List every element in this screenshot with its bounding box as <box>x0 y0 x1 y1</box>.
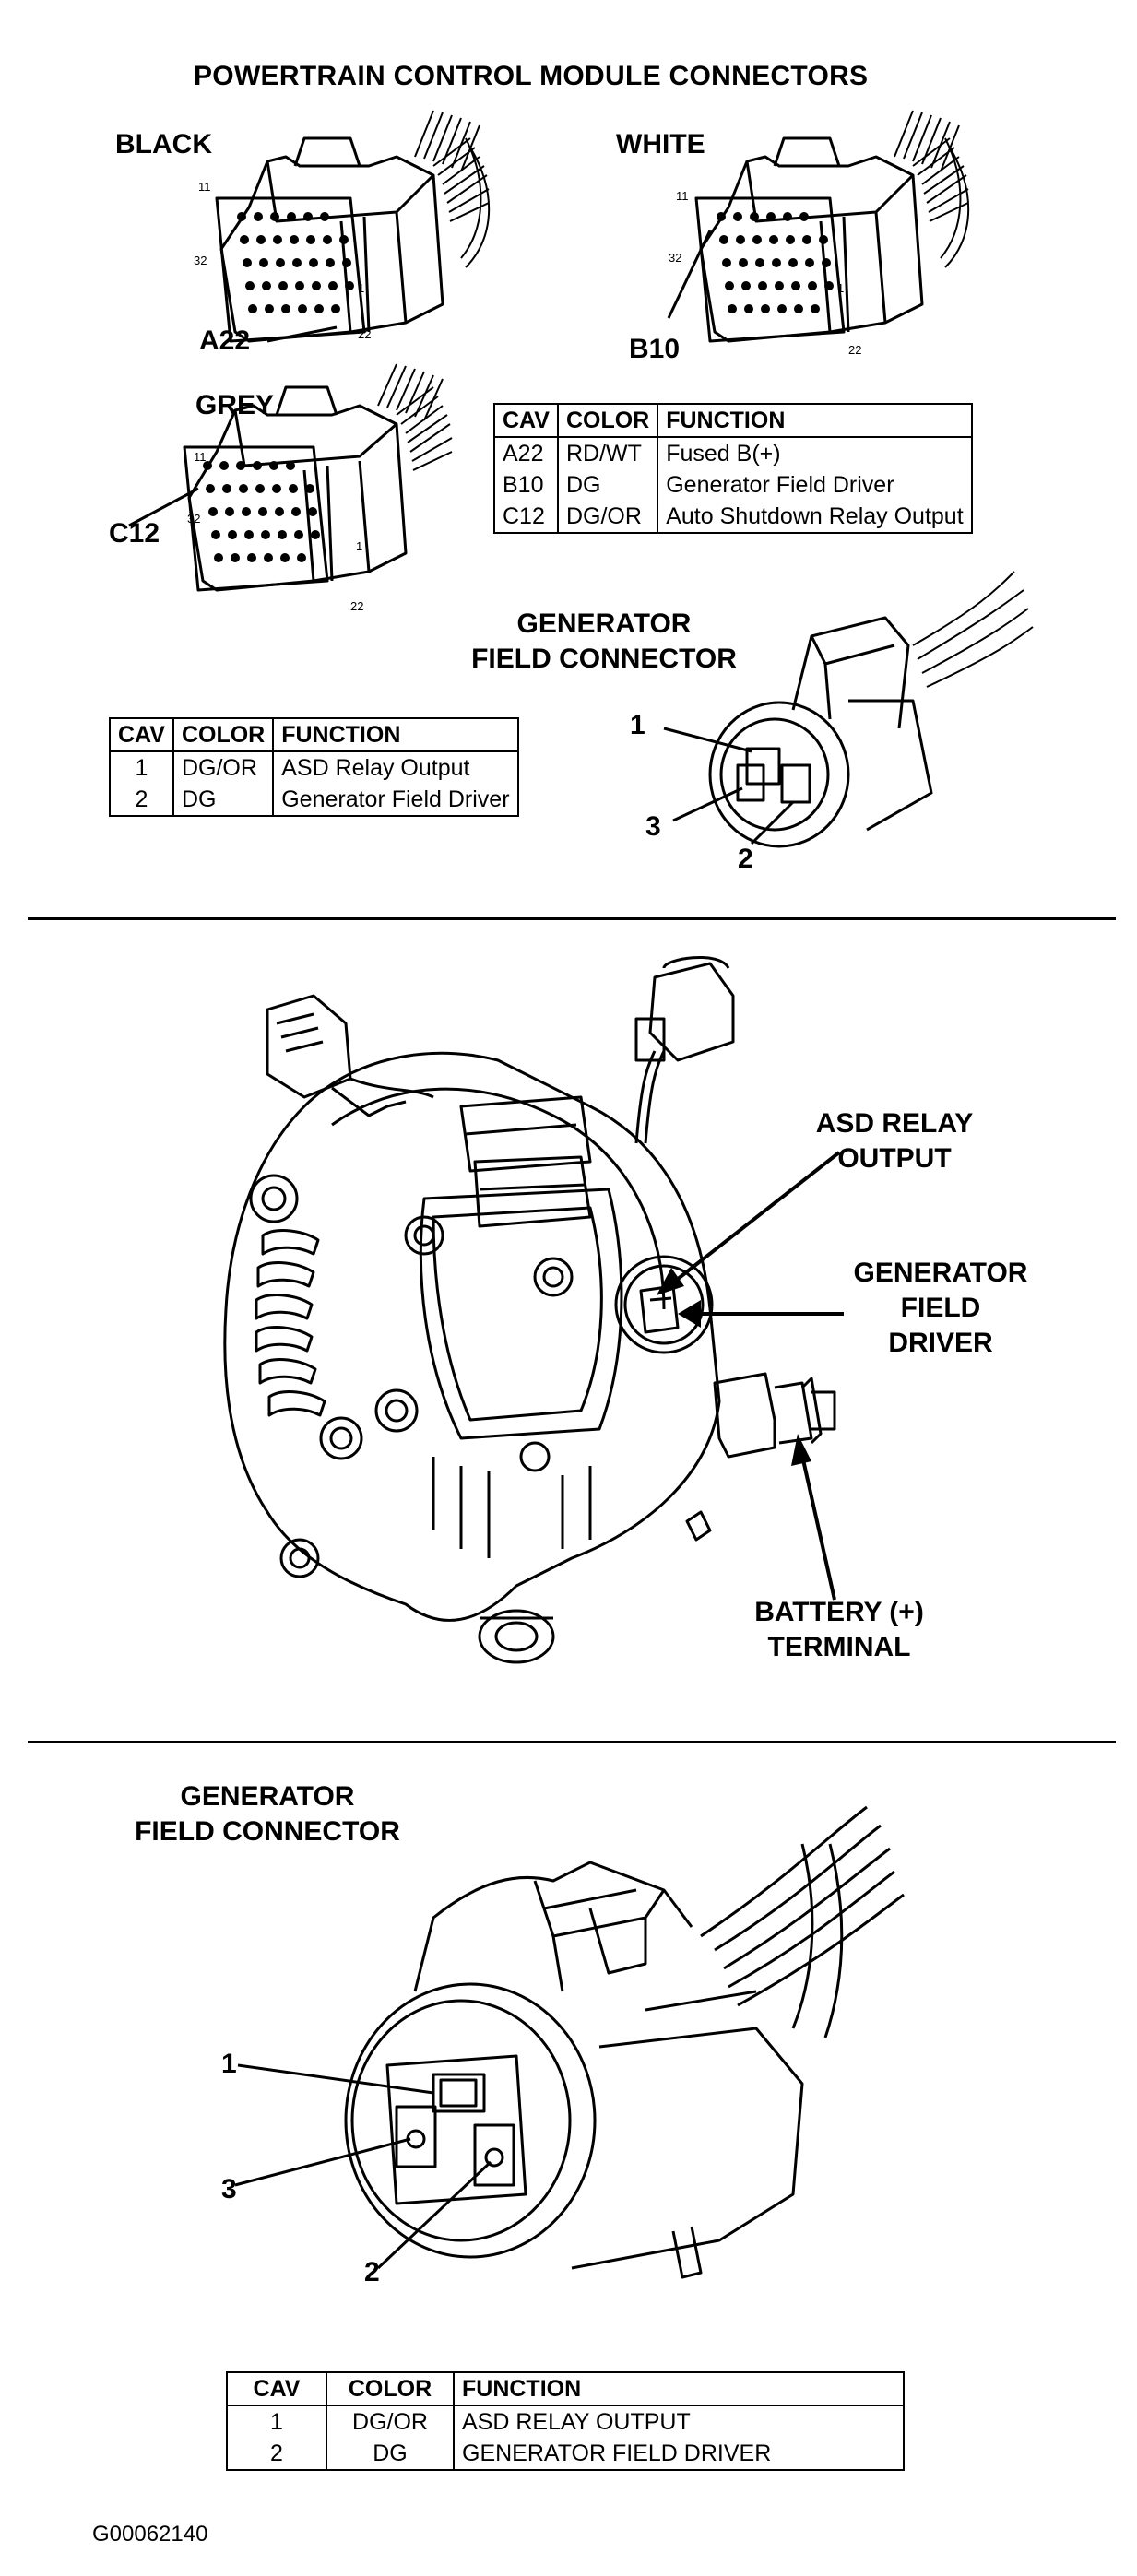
table-row: A22 RD/WT Fused B(+) <box>493 437 973 469</box>
large-field-connector-drawing <box>234 1805 905 2279</box>
header-cav: CAV <box>226 2371 327 2406</box>
header-color: COLOR <box>326 2371 455 2406</box>
cell-color: DG <box>556 469 659 501</box>
cell-function: ASD Relay Output <box>272 751 519 784</box>
white-pin-1: 1 <box>837 281 845 295</box>
grey-pin-1: 1 <box>356 539 363 553</box>
table-row: B10 DG Generator Field Driver <box>493 469 973 501</box>
cell-function: ASD RELAY OUTPUT <box>453 2405 905 2438</box>
cell-function: Generator Field Driver <box>657 469 973 501</box>
small-pin-2-label: 2 <box>738 844 753 874</box>
table-row: 1 DG/OR ASD RELAY OUTPUT <box>226 2405 905 2438</box>
gfd-line1: GENERATOR <box>853 1258 1028 1288</box>
asd-line2: OUTPUT <box>837 1143 952 1174</box>
white-connector-drawing <box>667 110 970 343</box>
cell-color: DG/OR <box>326 2405 455 2438</box>
small-pin-3-label: 3 <box>645 811 661 842</box>
grey-pin-11: 11 <box>194 450 207 464</box>
battery-terminal-callout: BATTERY (+) TERMINAL <box>733 1595 945 1665</box>
cell-color: DG/OR <box>172 751 275 784</box>
grey-pin-22: 22 <box>350 599 364 613</box>
callout-c12: C12 <box>109 518 160 549</box>
asd-relay-output-callout: ASD RELAY OUTPUT <box>793 1106 996 1176</box>
callout-b10: B10 <box>629 334 681 364</box>
bat-line1: BATTERY (+) <box>754 1597 924 1627</box>
cell-color: DG <box>172 784 275 817</box>
black-pin-11: 11 <box>198 180 211 194</box>
small-field-connector-drawing <box>663 571 1034 848</box>
cell-cav: 1 <box>109 751 174 784</box>
cell-color: DG <box>326 2438 455 2471</box>
cell-color: RD/WT <box>556 437 659 469</box>
cell-cav: B10 <box>493 469 559 501</box>
cell-function: Fused B(+) <box>657 437 973 469</box>
table-row: C12 DG/OR Auto Shutdown Relay Output <box>493 501 973 534</box>
small-field-pinout-table: CAV COLOR FUNCTION 1 DG/OR ASD Relay Out… <box>109 717 519 817</box>
header-cav: CAV <box>109 717 174 752</box>
header-color: COLOR <box>556 403 659 438</box>
white-pin-32: 32 <box>669 251 682 265</box>
section-divider-1 <box>28 917 1116 920</box>
black-pin-22: 22 <box>358 327 372 341</box>
cell-function: GENERATOR FIELD DRIVER <box>453 2438 905 2471</box>
page-title: POWERTRAIN CONTROL MODULE CONNECTORS <box>194 61 869 91</box>
cell-cav: 2 <box>226 2438 327 2471</box>
table-row: 1 DG/OR ASD Relay Output <box>109 751 519 784</box>
large-field-pinout-table: CAV COLOR FUNCTION 1 DG/OR ASD RELAY OUT… <box>226 2371 905 2471</box>
large-field-connector-title: GENERATOR FIELD CONNECTOR <box>111 1779 424 1849</box>
large-pin-1-label: 1 <box>221 2049 237 2079</box>
black-connector-drawing <box>215 110 491 343</box>
pcm-pinout-table: CAV COLOR FUNCTION A22 RD/WT Fused B(+) … <box>493 403 973 534</box>
header-function: FUNCTION <box>453 2371 905 2406</box>
large-field-title-line1: GENERATOR <box>180 1781 355 1812</box>
small-field-title-line1: GENERATOR <box>516 609 692 639</box>
black-pin-32: 32 <box>194 254 207 267</box>
large-field-title-line2: FIELD CONNECTOR <box>135 1816 400 1847</box>
section-divider-2 <box>28 1741 1116 1743</box>
cell-cav: A22 <box>493 437 559 469</box>
white-pin-22: 22 <box>848 343 862 357</box>
header-function: FUNCTION <box>657 403 973 438</box>
cell-cav: C12 <box>493 501 559 534</box>
header-cav: CAV <box>493 403 559 438</box>
grey-connector-drawing <box>128 363 453 592</box>
table-header-row: CAV COLOR FUNCTION <box>226 2371 905 2406</box>
alternator-drawing <box>223 955 836 1664</box>
table-header-row: CAV COLOR FUNCTION <box>493 403 973 438</box>
alternator-callout-arrows <box>667 1151 844 1601</box>
white-pin-11: 11 <box>676 189 689 203</box>
small-field-title-line2: FIELD CONNECTOR <box>471 644 737 674</box>
cell-cav: 2 <box>109 784 174 817</box>
header-function: FUNCTION <box>272 717 519 752</box>
large-pin-3-label: 3 <box>221 2174 237 2204</box>
asd-line1: ASD RELAY <box>815 1108 974 1139</box>
black-connector-label: BLACK <box>115 129 212 160</box>
small-field-connector-title: GENERATOR FIELD CONNECTOR <box>452 607 756 677</box>
cell-function: Auto Shutdown Relay Output <box>657 501 973 534</box>
table-row: 2 DG GENERATOR FIELD DRIVER <box>226 2438 905 2471</box>
gfd-line2: FIELD <box>900 1293 981 1323</box>
small-pin-1-label: 1 <box>630 710 645 740</box>
table-row: 2 DG Generator Field Driver <box>109 784 519 817</box>
large-pin-2-label: 2 <box>364 2257 380 2287</box>
grey-pin-32: 32 <box>187 512 201 526</box>
cell-function: Generator Field Driver <box>272 784 519 817</box>
generator-field-driver-callout: GENERATOR FIELD DRIVER <box>835 1256 1047 1361</box>
bat-line2: TERMINAL <box>767 1632 911 1662</box>
callout-a22: A22 <box>199 325 251 356</box>
gfd-line3: DRIVER <box>888 1328 993 1358</box>
white-connector-label: WHITE <box>616 129 705 160</box>
cell-cav: 1 <box>226 2405 327 2438</box>
black-pin-1: 1 <box>358 281 365 295</box>
table-header-row: CAV COLOR FUNCTION <box>109 717 519 752</box>
grey-connector-label: GREY <box>195 390 275 420</box>
figure-id: G00062140 <box>92 2522 208 2546</box>
header-color: COLOR <box>172 717 275 752</box>
cell-color: DG/OR <box>556 501 659 534</box>
